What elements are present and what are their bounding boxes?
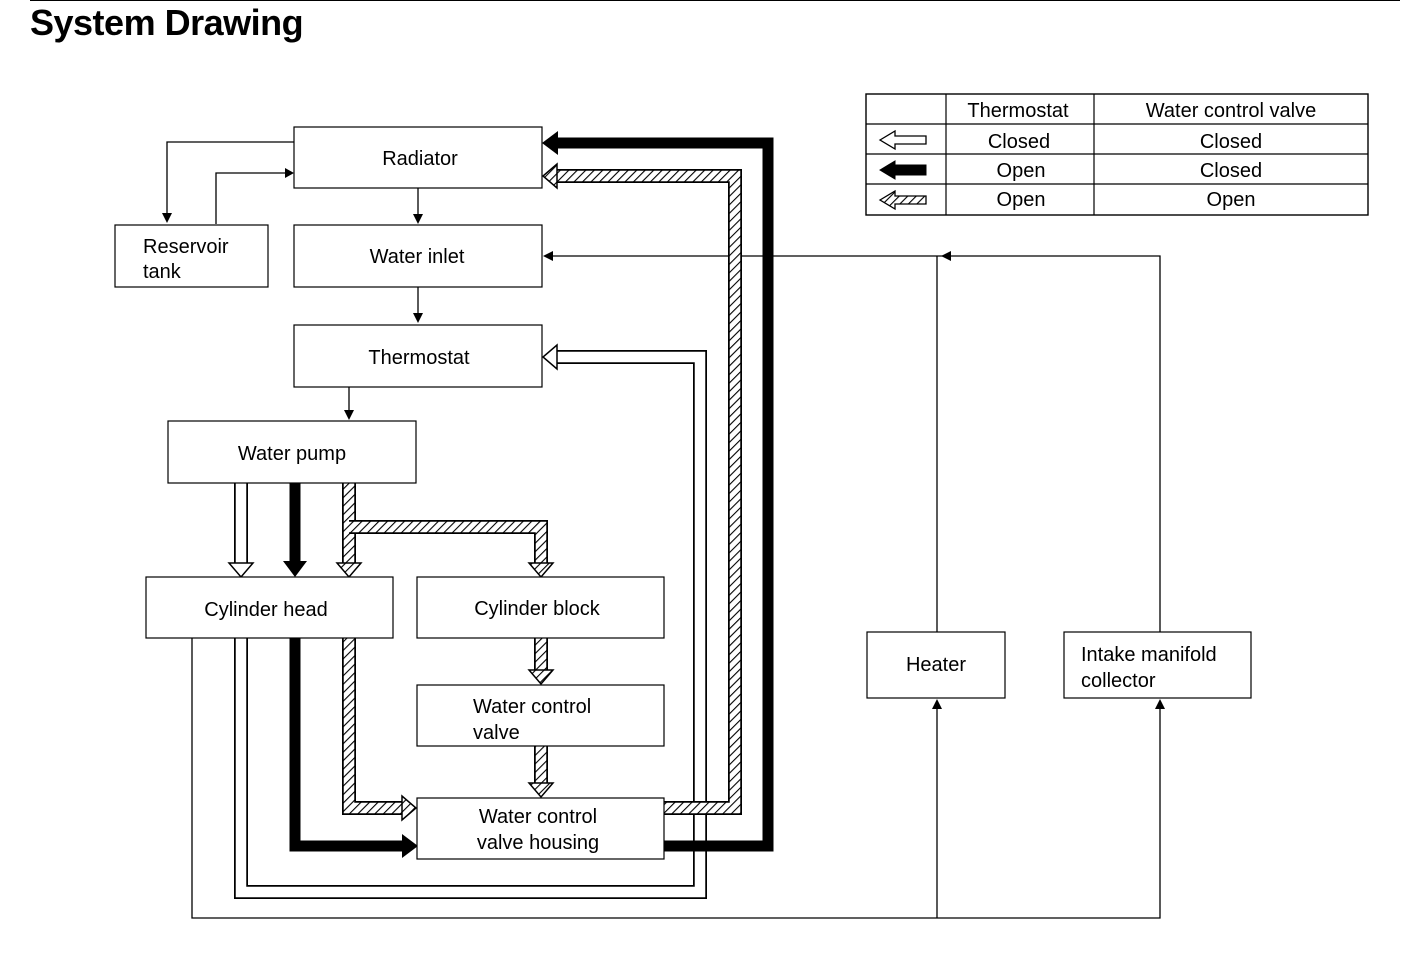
reservoir-tank-box: Reservoir tank: [114, 224, 269, 288]
intake-manifold-collector-label-line1: Intake manifold: [1081, 644, 1217, 666]
water-inlet-label: Water inlet: [370, 246, 465, 268]
hatched-flow-path: [335, 162, 742, 822]
hatched-arrow-icon: [878, 189, 927, 211]
heater-box: Heater: [866, 631, 1006, 699]
thin-lines: [162, 141, 1165, 919]
intake-manifold-collector-box: Intake manifold collector: [1063, 631, 1252, 699]
water-control-valve-housing-box: Water control valve housing: [416, 797, 665, 860]
legend-row3-thermostat: Open: [997, 189, 1046, 211]
water-control-valve-label-line1: Water control: [473, 696, 591, 718]
cylinder-head-box: Cylinder head: [145, 576, 394, 639]
legend-table: Thermostat Water control valve Closed Cl…: [865, 93, 1369, 216]
water-control-valve-label-line2: valve: [473, 722, 520, 744]
legend-header-thermostat: Thermostat: [967, 100, 1069, 122]
water-control-valve-box: Water control valve: [416, 684, 665, 747]
radiator-label: Radiator: [382, 148, 458, 170]
legend-row2-valve: Closed: [1200, 160, 1262, 182]
reservoir-tank-label-line2: tank: [143, 261, 182, 283]
page-title: System Drawing: [30, 2, 304, 43]
heater-label: Heater: [906, 654, 966, 676]
cylinder-head-label: Cylinder head: [204, 599, 327, 621]
black-arrow-icon: [879, 160, 927, 180]
thermostat-box: Thermostat: [293, 324, 543, 388]
water-pump-label: Water pump: [238, 443, 346, 465]
water-control-valve-housing-label-line2: valve housing: [477, 832, 599, 854]
water-inlet-box: Water inlet: [293, 224, 543, 288]
intake-manifold-collector-label-line2: collector: [1081, 670, 1156, 692]
radiator-box: Radiator: [293, 126, 543, 189]
thermostat-label: Thermostat: [368, 347, 470, 369]
cylinder-block-label: Cylinder block: [474, 598, 601, 620]
water-pump-box: Water pump: [167, 420, 417, 484]
white-arrow-icon: [878, 129, 927, 151]
water-control-valve-housing-label-line1: Water control: [479, 806, 597, 828]
reservoir-tank-label-line1: Reservoir: [143, 236, 229, 258]
legend-row2-thermostat: Open: [997, 160, 1046, 182]
top-rule: [30, 0, 1400, 1]
legend-header-water-control-valve: Water control valve: [1146, 100, 1316, 122]
black-flow-path: [283, 131, 774, 858]
white-flow-path: [227, 343, 707, 899]
cylinder-block-box: Cylinder block: [416, 576, 665, 639]
legend-row1-thermostat: Closed: [988, 131, 1050, 153]
legend-row3-valve: Open: [1207, 189, 1256, 211]
legend-row1-valve: Closed: [1200, 131, 1262, 153]
